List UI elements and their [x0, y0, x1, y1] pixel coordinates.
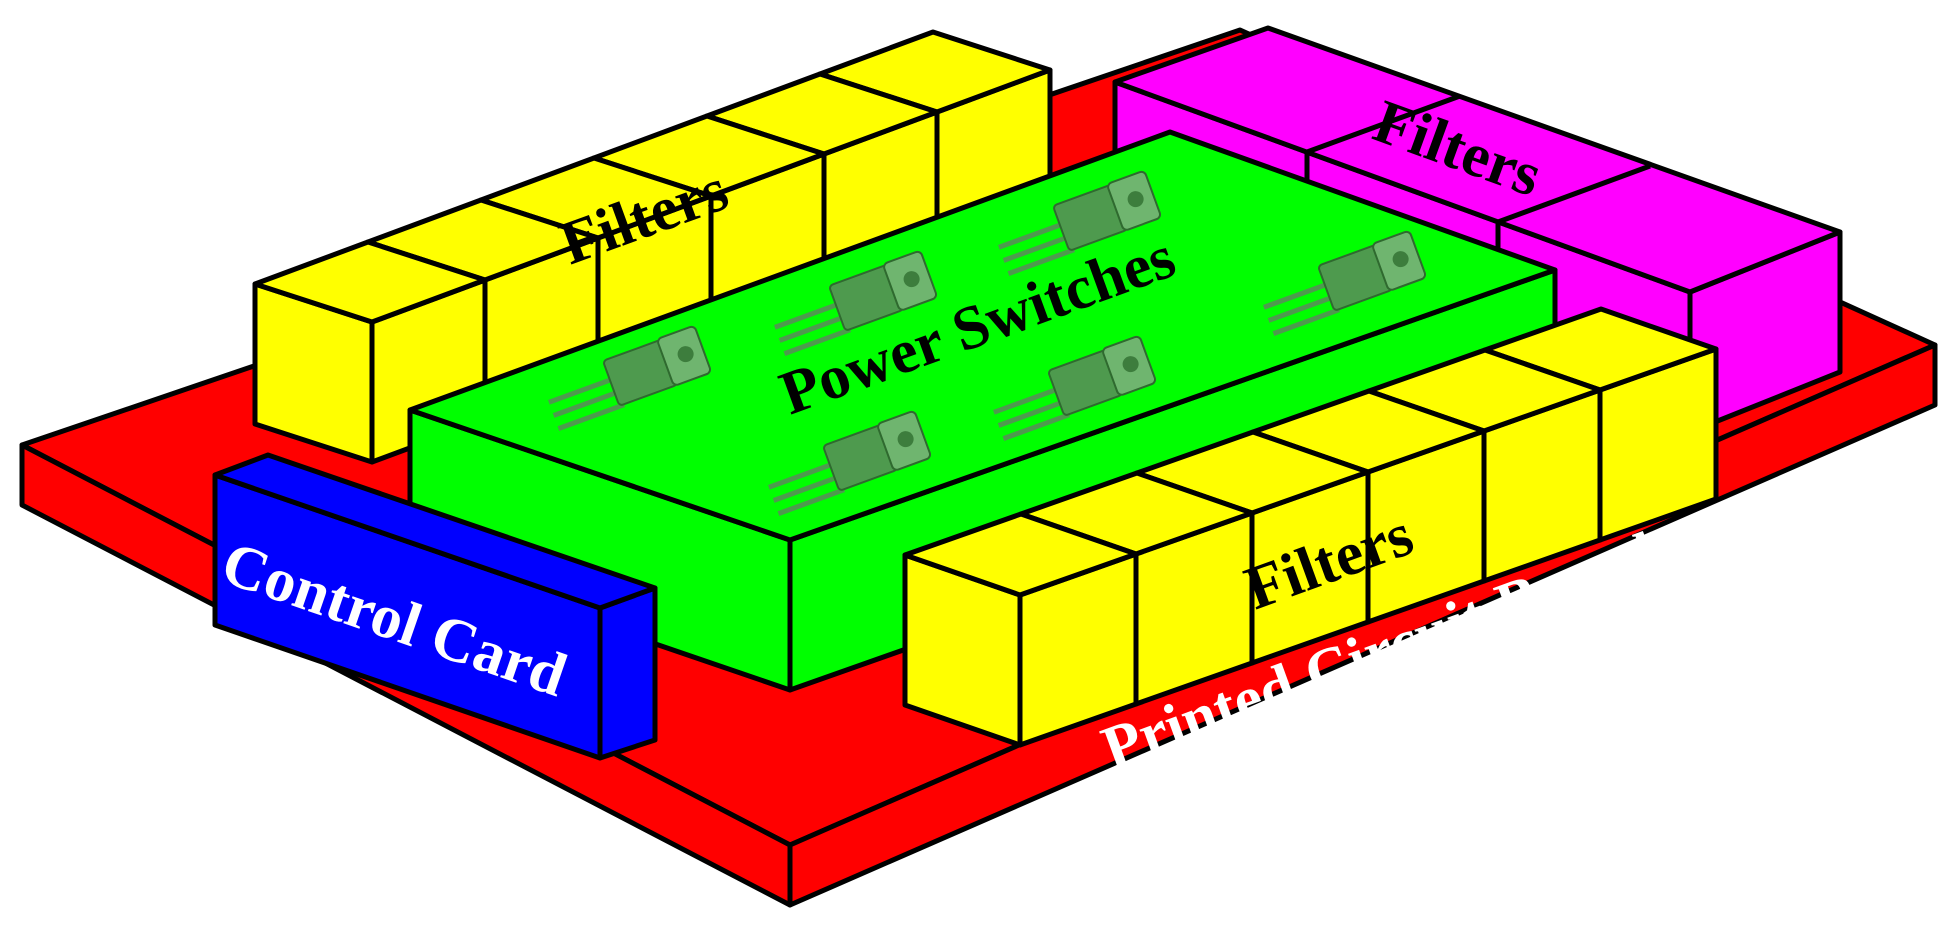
transistor-lead	[767, 461, 836, 490]
transistor-mount-hole	[897, 431, 914, 448]
magenta-divider	[1497, 163, 1651, 225]
transistor-group	[547, 170, 1427, 516]
transistor-lead	[997, 221, 1066, 250]
to-220-transistor-icon	[547, 325, 712, 431]
transistor-lead	[992, 386, 1061, 415]
transistor-lead	[1267, 294, 1336, 323]
transistor-lead	[557, 402, 626, 431]
power-module-top-face	[407, 129, 1558, 543]
magenta-divider	[1306, 93, 1461, 155]
to-220-transistor-icon	[1262, 230, 1427, 336]
transistor-lead	[777, 487, 846, 516]
transistor-lead	[1007, 247, 1076, 276]
transistor-lead	[1262, 281, 1331, 310]
to-220-transistor-icon	[997, 170, 1162, 276]
filter-cube-top-face	[252, 239, 488, 325]
to-220-transistor-icon	[773, 250, 938, 356]
filter-cube-top-face	[902, 511, 1139, 598]
transistor-lead	[778, 314, 847, 343]
transistor-mount-hole	[677, 346, 694, 363]
filters-front-row	[902, 306, 1719, 748]
transistor-lead	[552, 389, 621, 418]
to-220-transistor-icon	[767, 410, 932, 516]
transistor-mount-hole	[1127, 191, 1144, 208]
control-card	[212, 452, 658, 761]
transistor-mount-hole	[1122, 356, 1139, 373]
transistor-lead	[773, 301, 842, 330]
transistor-lead	[783, 327, 852, 356]
transistor-lead	[1002, 234, 1071, 263]
transistor-lead	[1272, 307, 1341, 336]
transistor-mount-hole	[903, 271, 920, 288]
to-220-transistor-icon	[992, 335, 1157, 441]
transistor-mount-hole	[1392, 251, 1409, 268]
control-card-edge	[597, 585, 658, 761]
control-card-top	[212, 452, 658, 611]
transistor-lead	[547, 376, 616, 405]
transistor-lead	[772, 474, 841, 503]
filters-back-left-row	[252, 29, 1053, 465]
transistor-lead	[1002, 412, 1071, 441]
transistor-lead	[997, 399, 1066, 428]
